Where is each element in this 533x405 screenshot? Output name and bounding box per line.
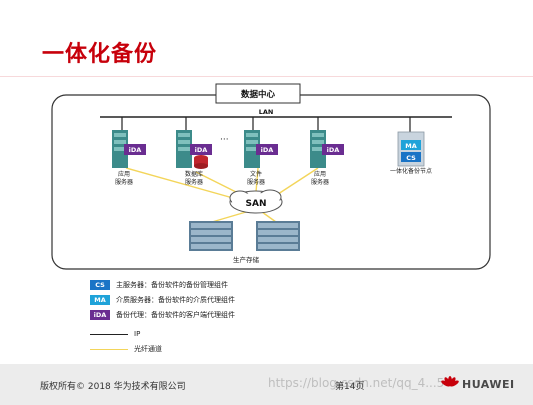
legend-item-ida: iDA 备份代理：备份软件的客户端代理组件 (90, 310, 235, 320)
cs-badge: CS (90, 280, 110, 290)
production-storage: 生产存储 (189, 221, 300, 264)
server-label-app-1: 应用服务器 (115, 170, 133, 186)
legend-item-fiber: 光纤通道 (90, 344, 162, 354)
lan-label: LAN (259, 108, 274, 116)
fiber-link (125, 167, 241, 201)
server-app-2: iDA 应用服务器 (310, 130, 344, 186)
ida-badge-label: iDA (129, 146, 142, 154)
ida-badge (322, 144, 344, 155)
legend-text: 介质服务器：备份软件的介质代理组件 (116, 296, 235, 304)
cs-badge-label: CS (406, 154, 416, 162)
san-cloud: SAN (229, 189, 283, 214)
slide-footer: 版权所有© 2018 华为技术有限公司 https://blog.csdn.ne… (0, 364, 533, 405)
slide-title: 一体化备份 (42, 42, 158, 67)
backup-appliance: MA CS 一体化备份节点 (390, 131, 432, 175)
brand-name: HUAWEI (462, 378, 515, 391)
legend-text: 备份代理：备份软件的客户端代理组件 (116, 311, 235, 319)
legend-item-ma: MA 介质服务器：备份软件的介质代理组件 (90, 295, 235, 305)
datacenter-label: 数据中心 (241, 89, 276, 100)
watermark: https://blog.csdn.net/qq_4...5 (268, 376, 445, 390)
server-file: iDA 文件服务器 (244, 130, 278, 186)
ma-badge: MA (90, 295, 110, 305)
server-label-file: 文件服务器 (247, 170, 265, 186)
fiber-link (255, 167, 259, 193)
legend-item-cs: CS 主服务器：备份软件的备份管理组件 (90, 280, 228, 290)
legend-ip-label: IP (134, 330, 141, 338)
legend-item-ip: IP (90, 330, 140, 338)
legend-text: 主服务器：备份软件的备份管理组件 (116, 281, 228, 289)
huawei-logo-icon (441, 376, 459, 387)
fiber-link (211, 211, 247, 223)
cs-badge (401, 152, 421, 162)
legend-fiber-label: 光纤通道 (134, 345, 162, 353)
ida-badge (190, 144, 212, 155)
ellipsis: ··· (220, 135, 229, 145)
ma-badge (401, 140, 421, 150)
server-label-app-2: 应用服务器 (311, 170, 329, 186)
ida-badge-label: iDA (195, 146, 208, 154)
datacenter-label-box (215, 83, 301, 104)
fiber-line-sample (90, 348, 128, 350)
appliance-label: 一体化备份节点 (390, 167, 432, 175)
storage-label: 生产存储 (233, 255, 260, 264)
ma-badge-label: MA (405, 142, 417, 150)
footer-copyright: 版权所有© 2018 华为技术有限公司 (40, 382, 186, 392)
server-app-1: iDA 应用服务器 (112, 130, 146, 186)
ida-badge (124, 144, 146, 155)
title-divider (0, 76, 533, 77)
ida-badge (256, 144, 278, 155)
ida-badge: iDA (90, 310, 110, 320)
fiber-link (261, 211, 277, 223)
ip-line-sample (90, 333, 128, 335)
server-label-database: 数据库服务器 (185, 170, 203, 186)
server-database: iDA ··· 数据库服务器 (176, 130, 229, 186)
san-label: SAN (246, 199, 267, 209)
page-number: 第14页 (335, 382, 365, 392)
ida-badge-label: iDA (327, 146, 340, 154)
ida-badge-label: iDA (261, 146, 274, 154)
